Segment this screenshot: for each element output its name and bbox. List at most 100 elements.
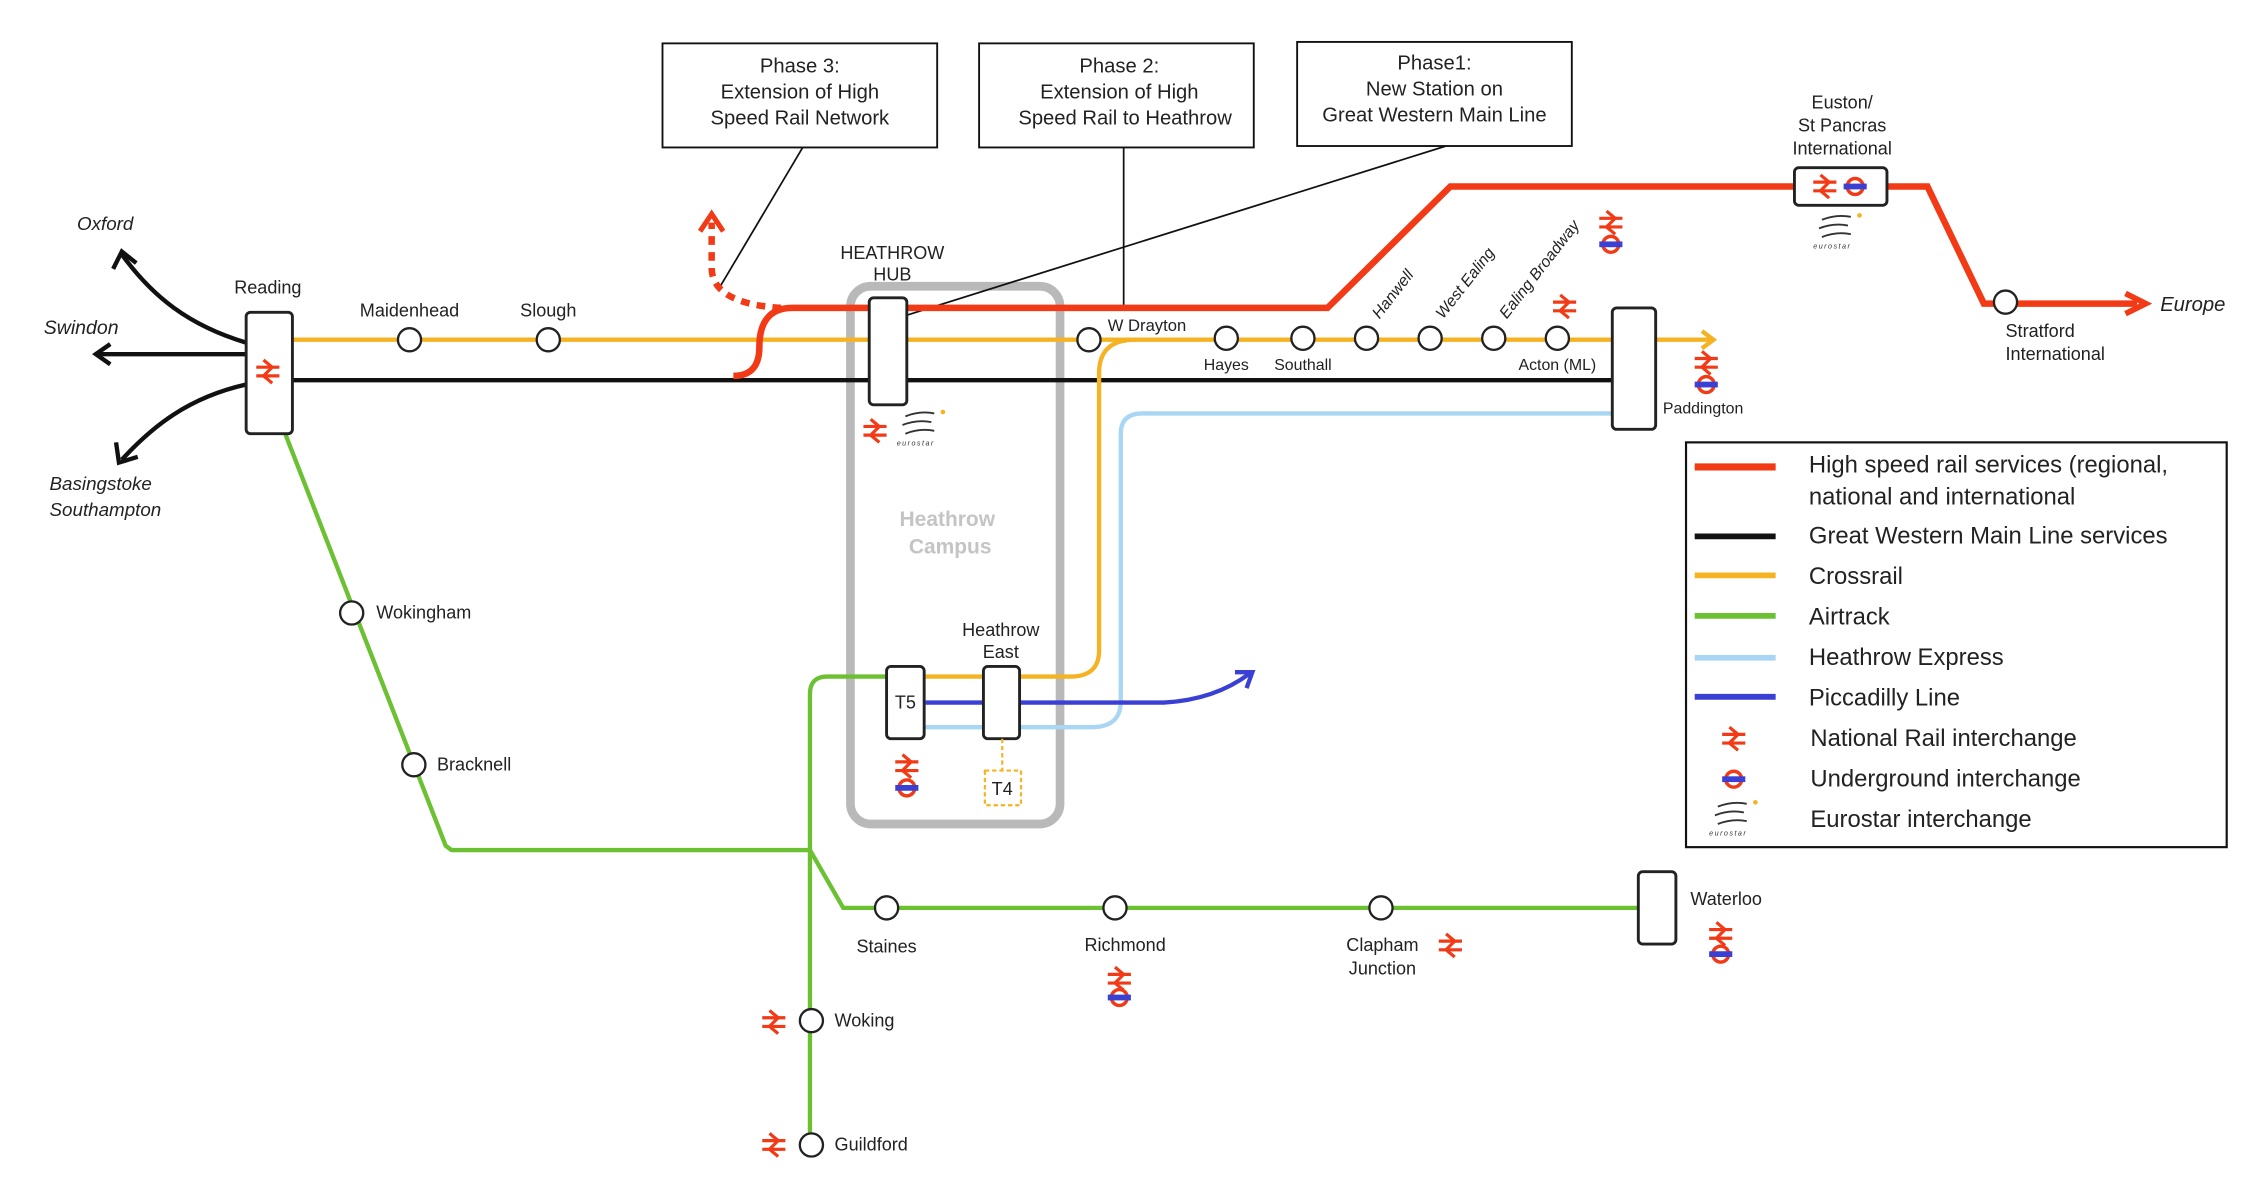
clapham-junction-station[interactable] [1368, 895, 1394, 921]
national-rail-icon [1551, 293, 1578, 320]
euston-station[interactable] [1793, 166, 1889, 207]
bracknell-station[interactable] [401, 752, 427, 778]
national-rail-icon [1707, 920, 1734, 948]
label-slough: Slough [520, 301, 576, 321]
paddington-station[interactable] [1610, 306, 1658, 431]
label-heathrow-hub-2: HUB [873, 264, 911, 284]
svg-text:Speed Rail to Heathrow: Speed Rail to Heathrow [1018, 107, 1232, 129]
label-stratford-2: International [2006, 344, 2105, 364]
eurostar-icon [1812, 212, 1863, 252]
svg-text:Phase1:: Phase1: [1397, 52, 1471, 74]
stratford-station[interactable] [1992, 289, 2019, 315]
w-drayton-station[interactable] [1076, 327, 1102, 353]
label-stratford-1: Stratford [2006, 321, 2075, 341]
legend-label: Airtrack [1809, 604, 1890, 631]
label-w-drayton: W Drayton [1108, 316, 1186, 335]
gwml-line [92, 248, 1613, 466]
t4-station[interactable] [983, 769, 1023, 807]
svg-text:Speed Rail Network: Speed Rail Network [710, 107, 890, 129]
callout-phase3: Phase 3: Extension of High Speed Rail Ne… [661, 42, 939, 149]
label-woking: Woking [835, 1010, 895, 1030]
legend-label: National Rail interchange [1810, 725, 2076, 752]
national-rail-icon [760, 1131, 787, 1159]
label-southall: Southall [1274, 357, 1331, 374]
legend-label: Underground interchange [1810, 765, 2080, 792]
national-rail-icon [1106, 965, 1133, 992]
label-clapham-1: Clapham [1346, 935, 1418, 955]
national-rail-icon [1597, 209, 1625, 236]
legend-label: Great Western Main Line services [1809, 523, 2168, 550]
legend-label: Piccadilly Line [1809, 684, 1960, 711]
staines-station[interactable] [873, 895, 900, 921]
label-heathrow-east-1: Heathrow [962, 620, 1040, 640]
national-rail-icon [893, 753, 920, 780]
guildford-station[interactable] [798, 1132, 825, 1158]
svg-text:Phase 2:: Phase 2: [1079, 55, 1159, 77]
t5-station[interactable] [885, 665, 926, 741]
label-acton: Acton (ML) [1518, 357, 1596, 374]
phase1-leader [906, 145, 1447, 316]
ealing-broadway-station[interactable] [1481, 325, 1507, 352]
heathrow-east-station[interactable] [981, 665, 1022, 741]
label-west-ealing: West Ealing [1433, 245, 1499, 322]
hayes-station[interactable] [1213, 325, 1240, 352]
label-europe: Europe [2160, 294, 2225, 316]
underground-icon [893, 778, 921, 798]
label-hanwell: Hanwell [1369, 267, 1417, 322]
waterloo-station[interactable] [1636, 870, 1678, 946]
phase3-leader [719, 147, 804, 287]
label-waterloo: Waterloo [1690, 889, 1762, 909]
richmond-station[interactable] [1102, 895, 1128, 921]
underground-icon [1106, 987, 1133, 1008]
label-t5: T5 [895, 692, 916, 712]
label-euston-2: St Pancras [1798, 116, 1886, 136]
label-ealing-broadway: Ealing Broadway [1497, 217, 1584, 322]
svg-text:Extension of High: Extension of High [721, 81, 879, 103]
heathrow-hub-station[interactable] [867, 296, 909, 407]
national-rail-icon [1693, 349, 1720, 377]
svg-text:Extension of High: Extension of High [1040, 81, 1198, 103]
heathrow-express-line [925, 411, 1613, 730]
hanwell-station[interactable] [1353, 325, 1380, 352]
heathrow-campus-boundary [846, 281, 1065, 829]
label-heathrow-hub-1: HEATHROW [840, 243, 944, 263]
legend-label: Heathrow Express [1809, 644, 2004, 671]
svg-text:New Station on: New Station on [1366, 78, 1503, 100]
station-markers [338, 289, 2019, 1158]
campus-label-2: Campus [909, 536, 992, 559]
label-basingstoke: Basingstoke [50, 473, 152, 494]
svg-text:Phase 3:: Phase 3: [760, 55, 840, 77]
label-maidenhead: Maidenhead [360, 301, 459, 321]
woking-station[interactable] [798, 1007, 825, 1034]
wokingham-station[interactable] [338, 600, 365, 626]
underground-icon [1707, 944, 1735, 964]
national-rail-icon [760, 1008, 787, 1036]
label-richmond: Richmond [1084, 935, 1165, 955]
label-reading: Reading [234, 277, 301, 297]
label-swindon: Swindon [44, 317, 119, 339]
label-t4: T4 [992, 779, 1013, 799]
legend: High speed rail services (regional, nati… [1684, 441, 2228, 849]
label-staines: Staines [856, 937, 916, 957]
underground-icon [1597, 234, 1625, 255]
label-guildford: Guildford [835, 1135, 908, 1155]
label-paddington: Paddington [1663, 400, 1743, 417]
destination-labels: Oxford Swindon Basingstoke Southampton E… [44, 213, 2226, 520]
maidenhead-station[interactable] [396, 327, 423, 353]
label-wokingham: Wokingham [376, 603, 471, 623]
west-ealing-station[interactable] [1417, 325, 1443, 352]
national-rail-icon [1437, 932, 1464, 959]
label-clapham-2: Junction [1349, 958, 1416, 978]
acton-station[interactable] [1544, 325, 1571, 352]
label-oxford: Oxford [77, 213, 134, 234]
label-hayes: Hayes [1204, 357, 1249, 374]
reading-station[interactable] [244, 310, 294, 436]
eurostar-icon [895, 408, 947, 449]
slough-station[interactable] [535, 327, 562, 353]
southall-station[interactable] [1290, 325, 1316, 352]
legend-label: national and international [1809, 484, 2075, 511]
svg-text:Great Western Main Line: Great Western Main Line [1322, 104, 1546, 126]
crossrail-line [292, 329, 1718, 679]
legend-label: High speed rail services (regional, [1809, 452, 2168, 479]
